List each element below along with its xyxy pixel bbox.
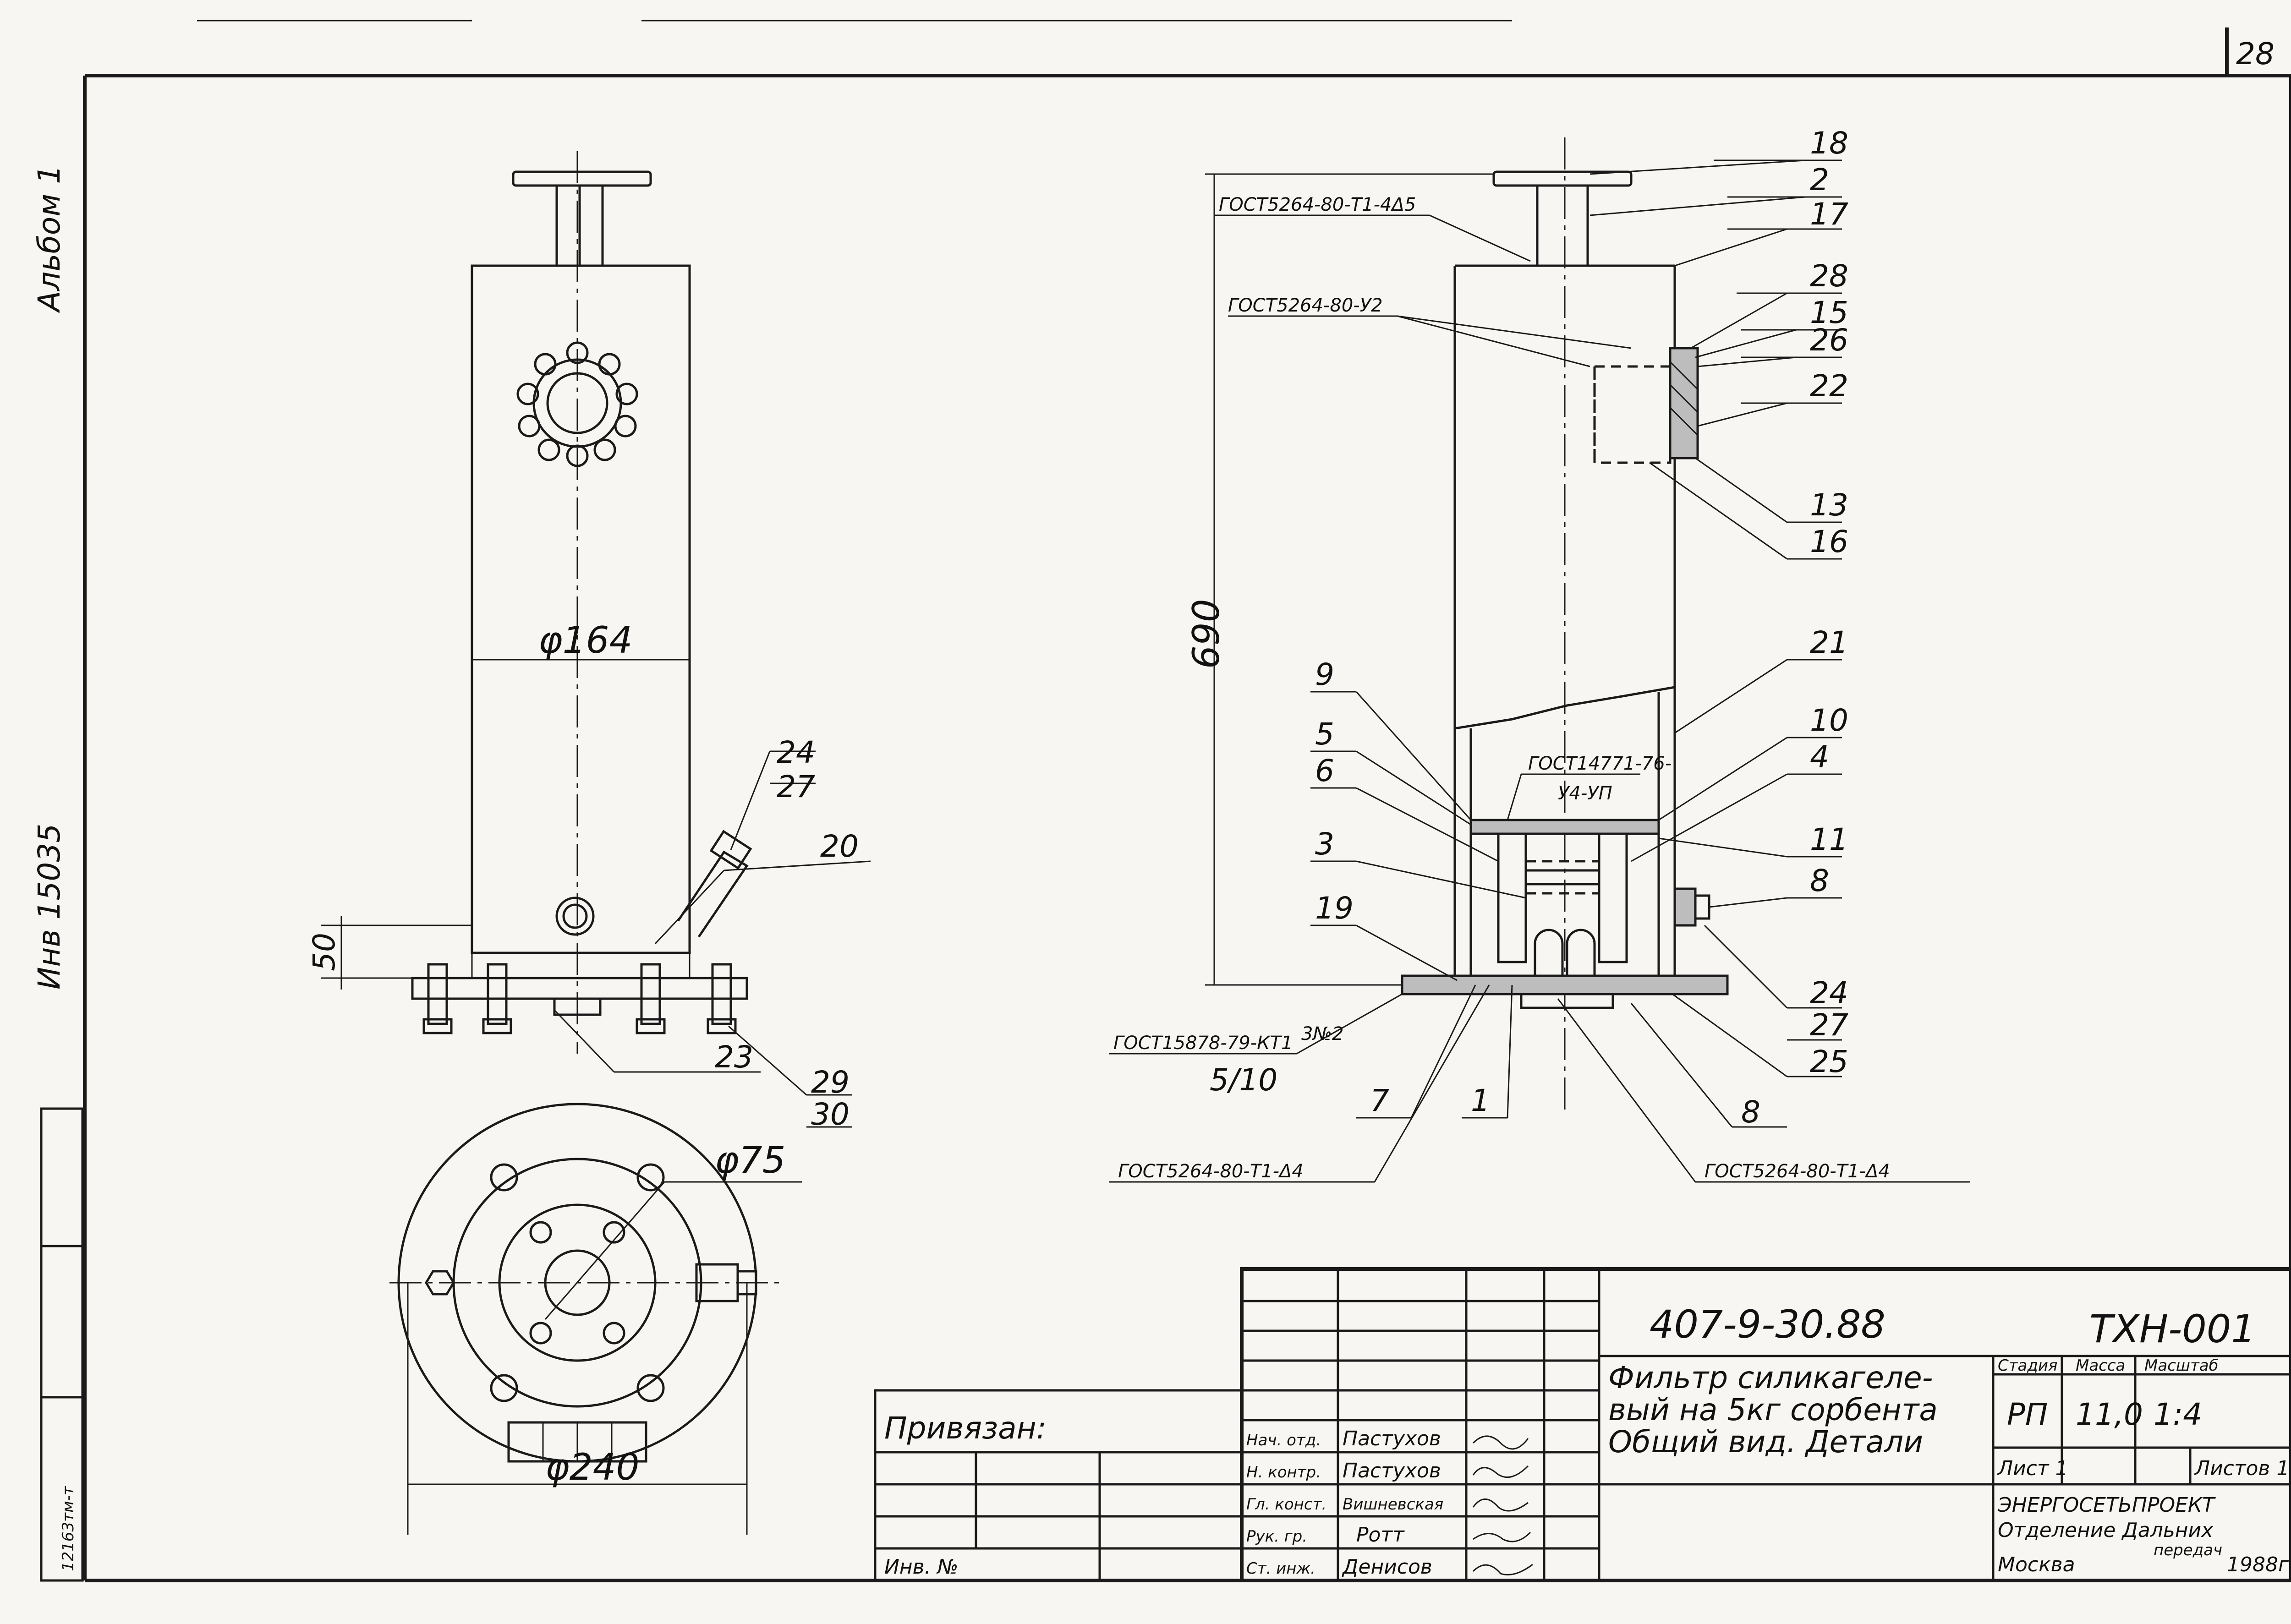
front-diameter-label: φ164	[538, 619, 632, 662]
front-callouts	[554, 750, 871, 1128]
margin-inventory: Инв 15035	[32, 824, 67, 990]
name-5: Денисов	[1342, 1555, 1432, 1579]
privyazan-label: Привязан:	[884, 1411, 1047, 1446]
callout-4: 4	[1810, 739, 1829, 775]
callout-3: 3	[1315, 826, 1334, 862]
gost-weld-bottom-left-sub: 3№2	[1301, 1023, 1344, 1044]
gost-weld-mid: ГОСТ14771-76-	[1528, 753, 1672, 774]
callout-8-upper: 8	[1810, 863, 1829, 898]
gost-weld-bottom-left: ГОСТ15878-79-КТ1	[1113, 1033, 1293, 1054]
front-view: φ164 50	[307, 151, 871, 1132]
gost-weld-top-2: ГОСТ5264-80-У2	[1228, 295, 1383, 316]
name-2: Пастухов	[1343, 1459, 1441, 1482]
callout-2: 2	[1810, 162, 1829, 197]
section-callouts-left	[1310, 691, 1526, 1119]
gost-weld-bottom-1: ГОСТ5264-80-Т1-Δ4	[1118, 1161, 1304, 1182]
gost-weld-top-1: ГОСТ5264-80-Т1-4Δ5	[1219, 194, 1416, 215]
title-line-3: Общий вид. Детали	[1608, 1424, 1923, 1460]
callout-30: 30	[811, 1097, 850, 1132]
title-line-2: вый на 5кг сорбента	[1608, 1392, 1938, 1427]
scale-header: Масштаб	[2144, 1356, 2219, 1375]
callout-22: 22	[1810, 368, 1848, 404]
page-number: 28	[2236, 36, 2275, 71]
callout-1: 1	[1471, 1083, 1490, 1118]
callout-24-section: 24	[1810, 975, 1848, 1011]
gost-weld-mid-2: У4-УП	[1558, 783, 1612, 804]
callout-7: 7	[1370, 1083, 1389, 1118]
callout-19: 19	[1315, 891, 1354, 926]
name-4: Ротт	[1356, 1523, 1405, 1547]
section-callout-labels-left: 9 5 6 3 19 7 1	[1315, 657, 1490, 1118]
callout-23: 23	[715, 1039, 753, 1075]
callout-25: 25	[1810, 1044, 1848, 1079]
sheet-label: Лист 1	[1997, 1457, 2068, 1480]
callout-21: 21	[1810, 625, 1848, 660]
inv-no-label: Инв. №	[884, 1555, 958, 1579]
section-callouts-right	[1589, 159, 1842, 1128]
callout-15: 15	[1810, 295, 1848, 330]
sheets-total: Листов 1	[2194, 1457, 2289, 1480]
signature-names: Пастухов Пастухов Вишневская Ротт Денисо…	[1342, 1427, 1443, 1579]
bottom-diameter-inner: φ75	[715, 1139, 786, 1181]
org-line-1: ЭНЕРГОСЕТЬПРОЕКТ	[1997, 1493, 2216, 1517]
bottom-diameter-outer: φ240	[545, 1446, 639, 1488]
callout-5: 5	[1315, 716, 1334, 752]
role-4: Рук. гр.	[1246, 1527, 1307, 1546]
org-line-2: Отделение Дальних	[1998, 1519, 2214, 1542]
role-5: Ст. инж.	[1246, 1559, 1315, 1578]
margin-code: 12163тм-т	[59, 1486, 77, 1571]
callout-9: 9	[1315, 657, 1334, 692]
flange-bolts	[422, 963, 737, 1034]
section-callout-labels-right: 18 2 17 28 15 26 22 13 16 21 10 4 11 8 2…	[1741, 126, 1848, 1130]
gost-weld-bottom-2: ГОСТ5264-80-Т1-Δ4	[1705, 1161, 1890, 1182]
stage-value: РП	[2007, 1397, 2048, 1432]
stage-header: Стадия	[1998, 1356, 2057, 1375]
sheet-frame	[40, 20, 2291, 1582]
doc-code: 407-9-30.88	[1650, 1302, 1885, 1347]
callout-6: 6	[1315, 753, 1334, 788]
scalloped-nut	[516, 341, 638, 467]
org-city: Москва	[1998, 1553, 2075, 1576]
margin-album: Альбом 1	[32, 165, 67, 313]
callout-27-front: 27	[777, 769, 815, 804]
callout-28: 28	[1810, 258, 1848, 294]
bottom-view	[389, 1103, 802, 1535]
section-view	[1109, 137, 1970, 1183]
callout-13: 13	[1810, 487, 1848, 523]
bolt-holes-outer	[490, 1163, 665, 1402]
sheet-code: ТХН-001	[2089, 1307, 2256, 1351]
role-2: Н. контр.	[1246, 1463, 1321, 1482]
scale-value: 1:4	[2154, 1397, 2202, 1432]
callout-16: 16	[1810, 524, 1848, 559]
callout-11: 11	[1810, 822, 1848, 857]
bolt-holes-inner	[529, 1221, 625, 1345]
gost-weld-bottom-left-frac: 5/10	[1210, 1062, 1277, 1098]
section-height-label: 690	[1185, 599, 1228, 669]
name-1: Пастухов	[1343, 1427, 1441, 1450]
mass-value: 11,0	[2076, 1397, 2143, 1432]
callout-10: 10	[1810, 703, 1848, 738]
callout-24-front: 24	[777, 735, 815, 770]
role-3: Гл. конст.	[1246, 1495, 1326, 1514]
title-block	[874, 1267, 2291, 1582]
signatures	[1472, 1435, 1533, 1575]
callout-20: 20	[820, 829, 859, 864]
title-line-1: Фильтр силикагеле-	[1608, 1360, 1933, 1395]
callout-8-lower: 8	[1741, 1094, 1760, 1130]
callout-18: 18	[1810, 126, 1848, 161]
role-1: Нач. отд.	[1246, 1431, 1321, 1449]
name-3: Вишневская	[1343, 1495, 1443, 1514]
callout-26: 26	[1810, 323, 1848, 358]
callout-27-section: 27	[1810, 1007, 1848, 1043]
callout-17: 17	[1810, 197, 1848, 232]
signature-roles: Нач. отд. Н. контр. Гл. конст. Рук. гр. …	[1246, 1431, 1326, 1578]
callout-29: 29	[811, 1065, 850, 1100]
front-height-label: 50	[307, 933, 342, 971]
org-line-3: передач	[2154, 1541, 2222, 1559]
mass-header: Масса	[2076, 1356, 2125, 1375]
org-year: 1988г	[2227, 1553, 2289, 1576]
